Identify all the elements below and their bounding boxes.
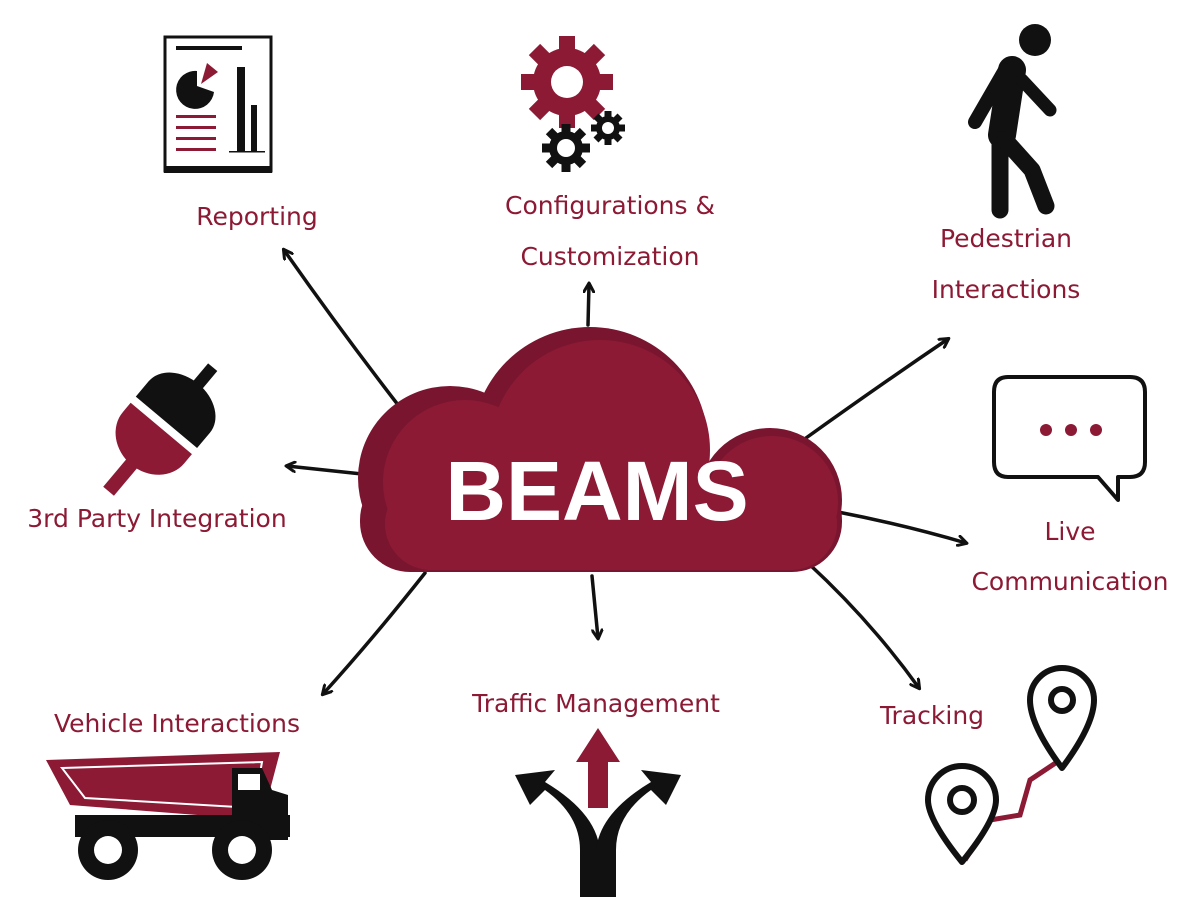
plug-icon xyxy=(103,363,218,496)
label-pedestrian-line1: Pedestrian xyxy=(940,224,1072,253)
arrow-configurations xyxy=(588,284,589,327)
report-document-icon xyxy=(163,35,273,173)
label-integration: 3rd Party Integration xyxy=(27,504,286,533)
label-traffic: Traffic Management xyxy=(471,689,720,718)
label-tracking: Tracking xyxy=(879,701,984,730)
arrow-vehicle xyxy=(323,571,427,694)
arrow-pedestrian xyxy=(804,339,948,440)
label-live-line2: Communication xyxy=(971,567,1168,596)
label-live-line1: Live xyxy=(1044,517,1095,546)
beams-cloud: BEAMS xyxy=(358,327,842,572)
gears-icon xyxy=(521,36,625,172)
arrow-tracking xyxy=(806,561,919,688)
arrow-live xyxy=(836,510,966,543)
chat-bubble-icon xyxy=(992,375,1147,502)
road-split-arrows-icon xyxy=(515,728,681,897)
walking-person-icon xyxy=(968,24,1057,219)
label-configurations-line1: Configurations & xyxy=(505,191,715,220)
label-pedestrian-line2: Interactions xyxy=(932,275,1081,304)
label-configurations-line2: Customization xyxy=(520,242,699,271)
dump-truck-icon xyxy=(46,752,290,880)
arrow-integration xyxy=(287,466,364,476)
label-reporting: Reporting xyxy=(196,202,318,231)
center-label: BEAMS xyxy=(445,444,748,538)
label-vehicle: Vehicle Interactions xyxy=(54,709,300,738)
arrow-traffic xyxy=(590,574,598,638)
arrow-reporting xyxy=(284,250,404,412)
map-pins-route-icon xyxy=(925,665,1097,865)
